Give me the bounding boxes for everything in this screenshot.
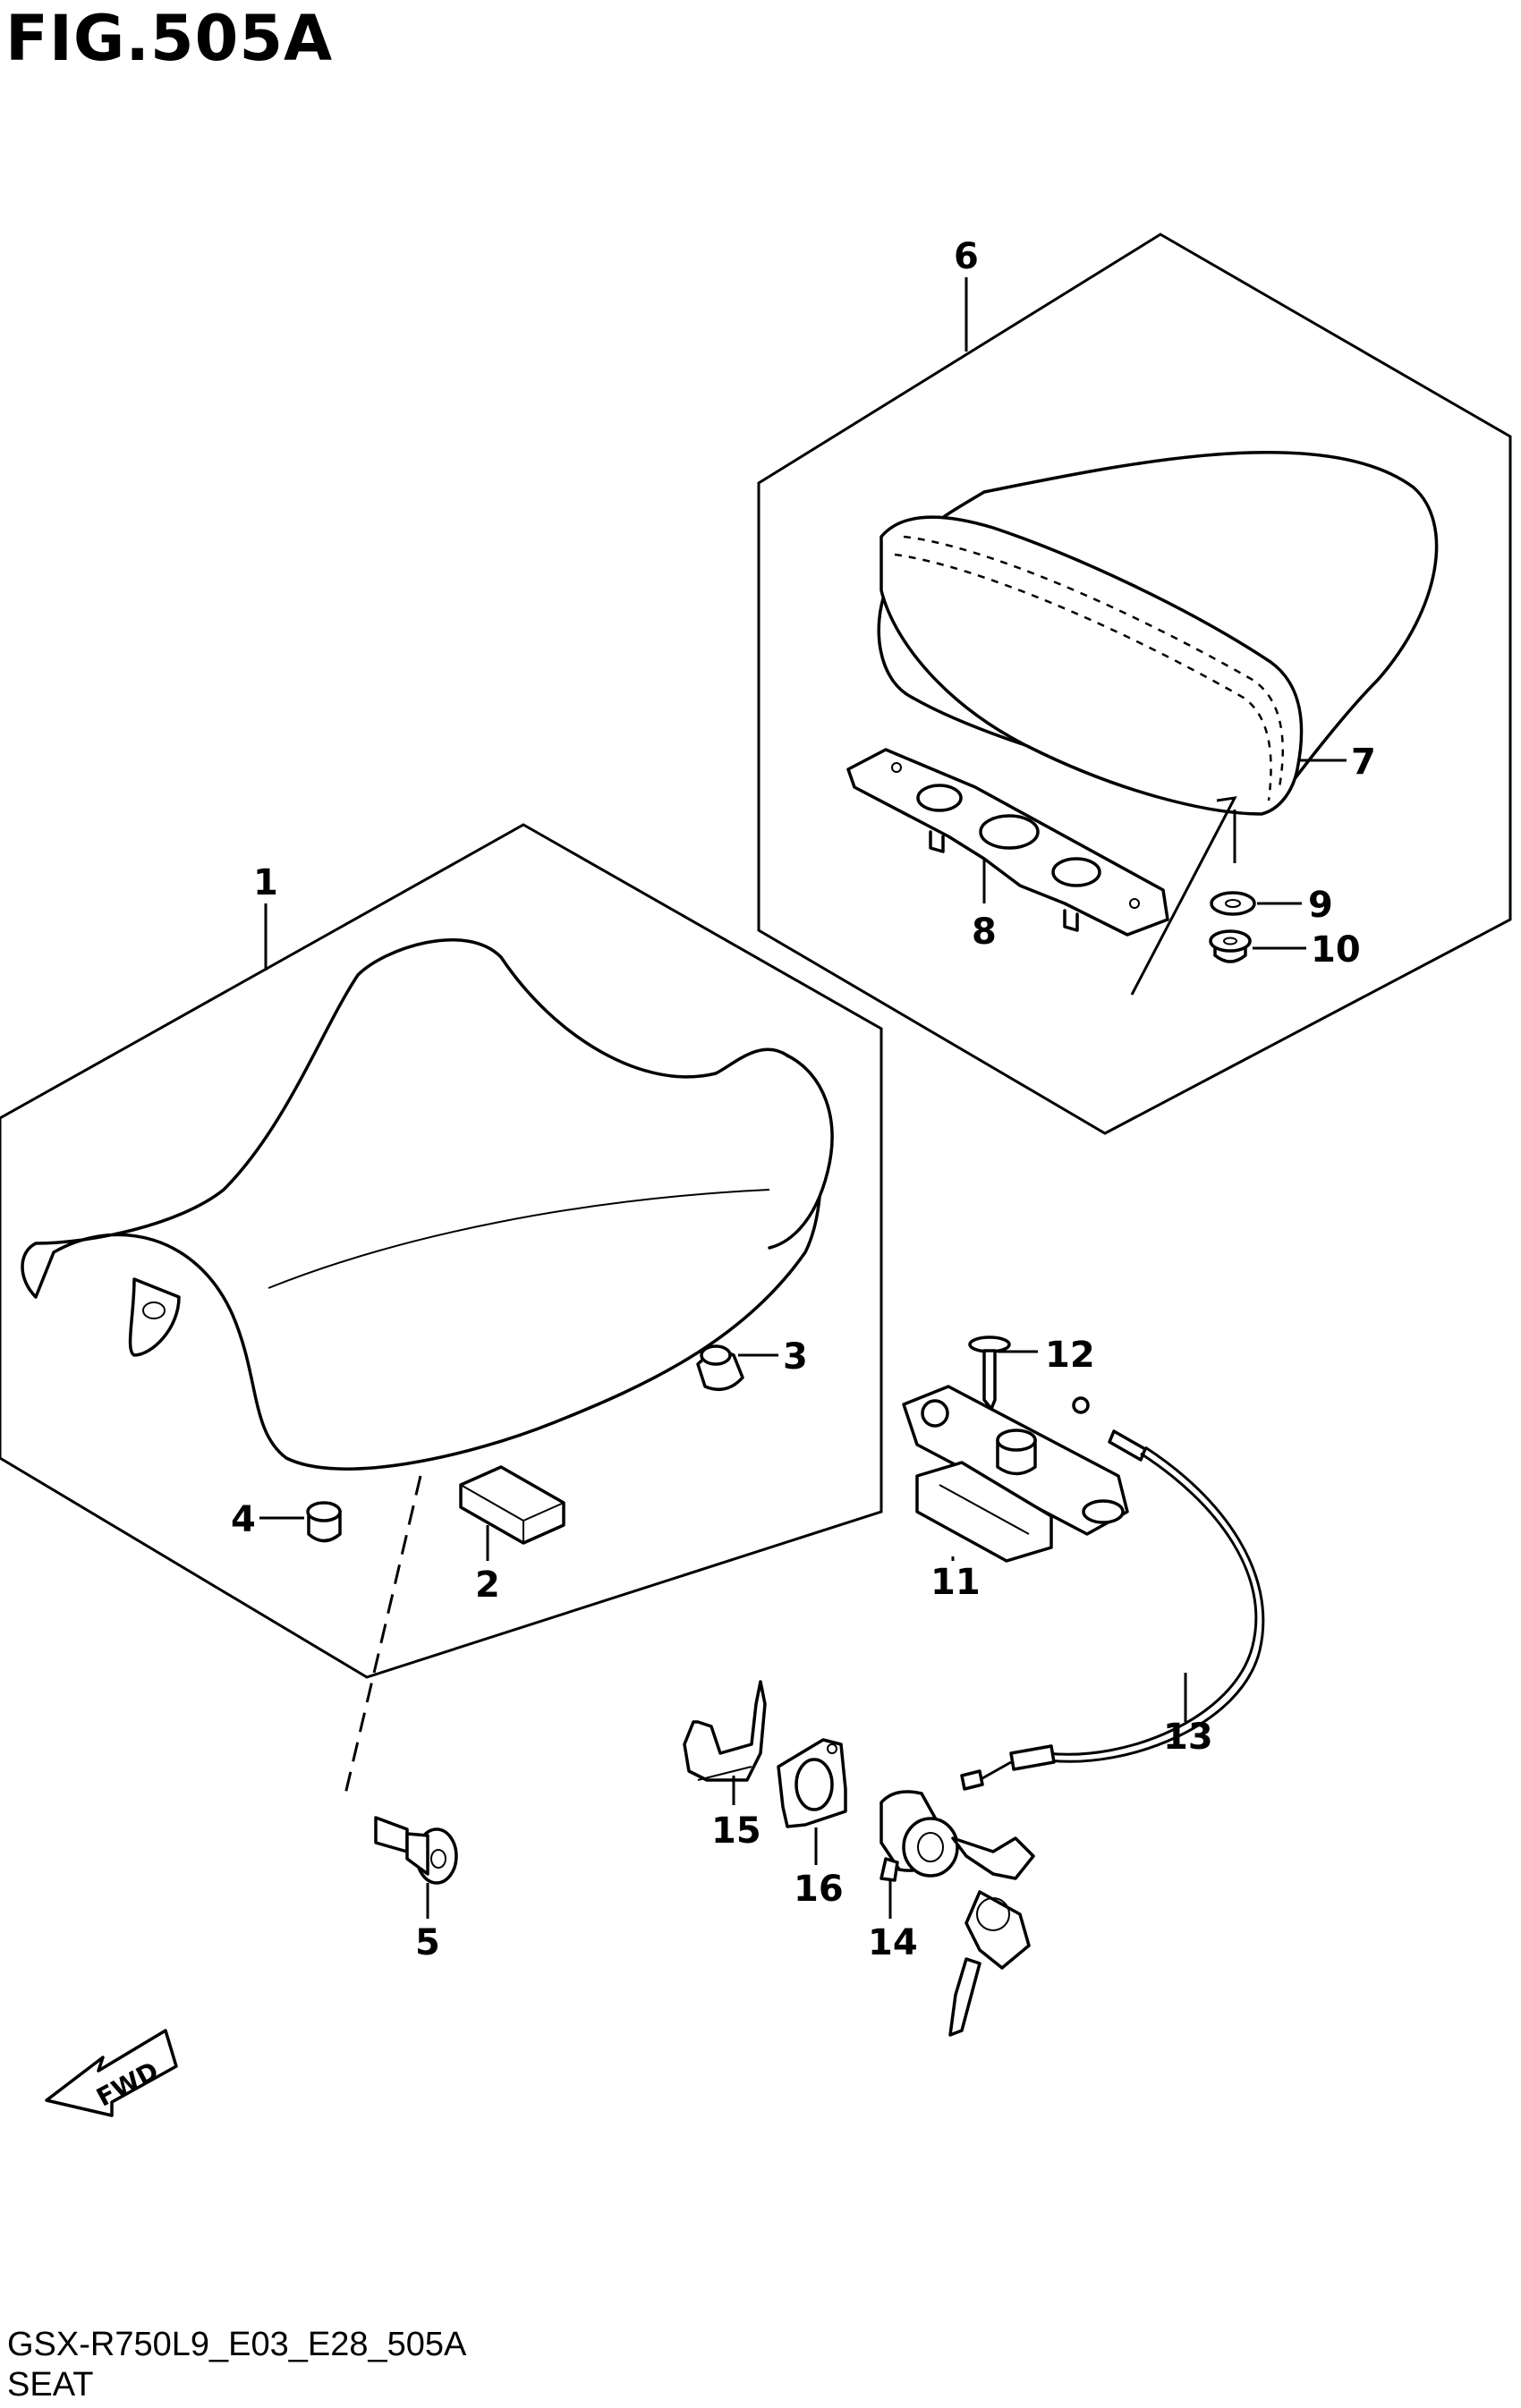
rider-seat [21,937,834,1471]
callout-15: 15 [711,1810,761,1852]
callout-1: 1 [253,862,278,903]
cushion-3 [696,1344,744,1392]
pillion-base-plate [846,748,1169,937]
callout-3: 3 [783,1336,808,1378]
forward-arrow: FWD [45,2029,178,2117]
group-outline-1 [0,823,883,1679]
callout-16: 16 [794,1869,844,1910]
callout-6: 6 [954,236,979,277]
callout-14: 14 [868,1922,918,1963]
washer [1210,891,1256,916]
plate-16 [777,1738,847,1828]
callout-13: 13 [1163,1717,1213,1758]
leader-line-8 [1130,796,1237,996]
diagram-code: GSX-R750L9_E03_E28_505A [7,2326,467,2363]
diagram-name: SEAT [7,2366,94,2404]
callout-7: 7 [1351,742,1376,783]
callout-2: 2 [475,1564,500,1606]
callout-8: 8 [972,911,997,953]
attach-line-5 [343,1475,422,1799]
group-outline-6 [757,233,1512,1135]
key-cylinder-14 [879,1790,1035,2037]
callout-11: 11 [930,1562,981,1603]
screw-12 [968,1335,1011,1411]
seat-lock-11 [902,1385,1129,1563]
pad-2 [459,1465,565,1545]
clip-15 [683,1680,767,1782]
callout-9: 9 [1308,885,1333,926]
bolt-5 [374,1816,458,1885]
cable-13 [960,1396,1265,1791]
nut [1209,929,1252,963]
figure-title: FIG.505A [5,2,334,75]
callout-4: 4 [231,1499,256,1540]
callout-5: 5 [415,1922,440,1963]
cushion-4 [306,1501,342,1543]
pillion-seat [877,450,1439,816]
callout-12: 12 [1045,1335,1095,1376]
callout-10: 10 [1311,929,1361,971]
